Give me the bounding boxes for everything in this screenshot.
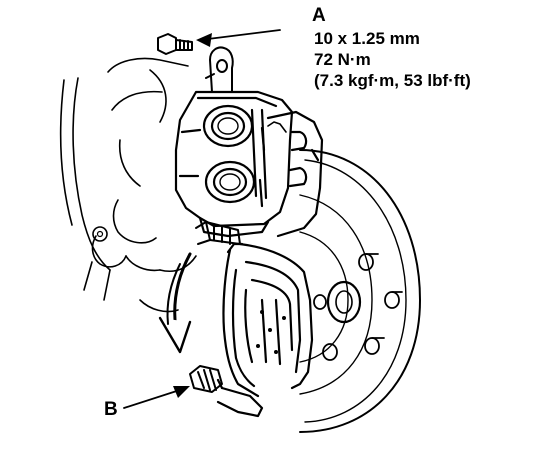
flange-bolt-b-icon bbox=[189, 365, 223, 393]
wheel-stud-icons bbox=[313, 253, 403, 361]
brake-disc bbox=[299, 149, 421, 433]
callout-a-letter: A bbox=[312, 5, 326, 26]
leader-line-a bbox=[199, 29, 281, 41]
callout-b-letter: B bbox=[104, 399, 118, 420]
steering-knuckle-background bbox=[59, 57, 197, 313]
caliper-piston-upper bbox=[202, 104, 254, 148]
knuckle-bolt-icon bbox=[92, 226, 108, 242]
callout-a-torque-nm: 72 N·m bbox=[314, 50, 371, 69]
callout-a-bolt-size: 10 x 1.25 mm bbox=[314, 29, 420, 48]
wheel-hub bbox=[326, 280, 362, 324]
leader-arrowhead-a bbox=[196, 33, 212, 47]
caliper-body bbox=[174, 90, 294, 238]
brake-pad-assembly bbox=[222, 242, 314, 398]
rotation-arrow bbox=[158, 252, 192, 354]
slide-pin-boot bbox=[195, 221, 241, 245]
leader-arrowhead-b bbox=[173, 386, 190, 398]
callout-a-torque-alt: (7.3 kgf·m, 53 lbf·ft) bbox=[314, 71, 471, 90]
caliper-piston-lower bbox=[204, 160, 256, 204]
upper-bolt-boss bbox=[205, 46, 234, 93]
flange-bolt-a-icon bbox=[157, 33, 193, 55]
brake-pad-rivets bbox=[256, 310, 286, 354]
lower-bracket bbox=[216, 378, 264, 418]
